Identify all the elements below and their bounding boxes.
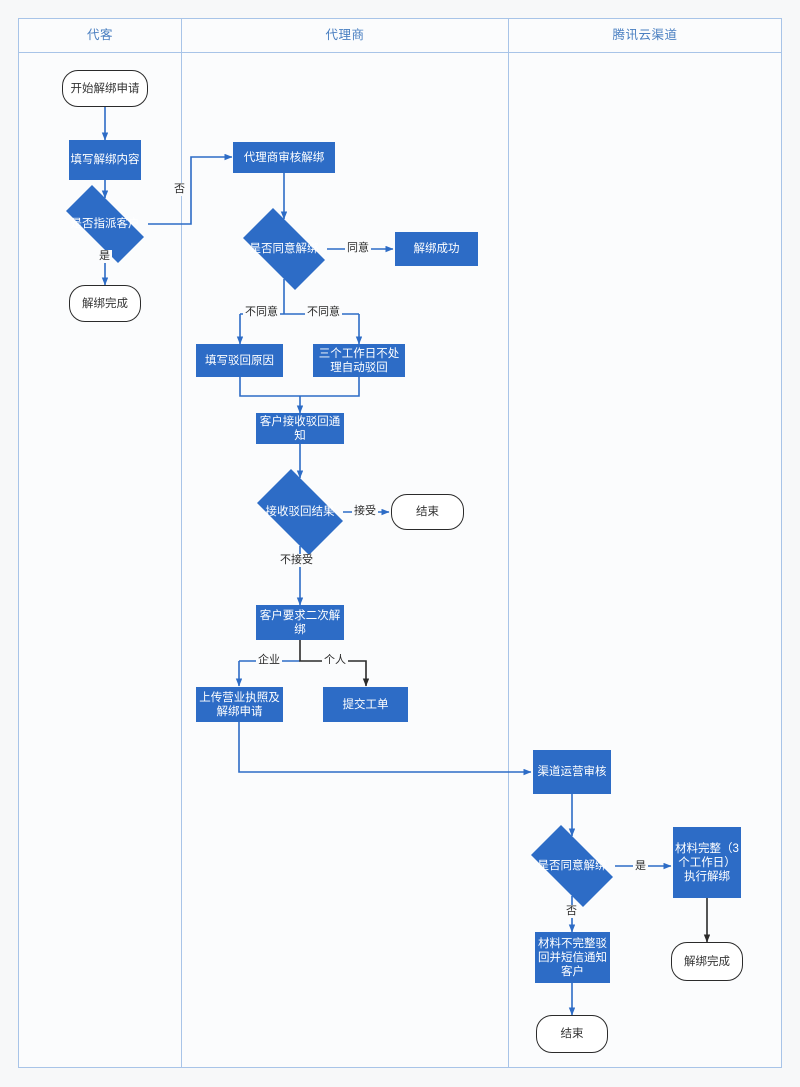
node-label: 是否同意解绑 xyxy=(249,243,319,255)
node-label: 填写驳回原因 xyxy=(205,354,274,367)
node-decision-assign-customer[interactable]: 是否指派客户 xyxy=(53,185,157,263)
node-decision-agree-unbind-agent[interactable]: 是否同意解绑 xyxy=(232,208,336,290)
edge-label-not-accept: 不接受 xyxy=(278,554,315,567)
node-label: 是否同意解绑 xyxy=(537,860,607,872)
node-fill-unbind-content[interactable]: 填写解绑内容 xyxy=(69,140,141,180)
edge-label-assign-no: 否 xyxy=(172,183,187,196)
node-label: 提交工单 xyxy=(342,698,389,711)
node-label: 材料不完整驳回并短信通知客户 xyxy=(538,937,607,978)
node-submit-ticket[interactable]: 提交工单 xyxy=(323,687,408,722)
edge-label-individual: 个人 xyxy=(322,654,348,667)
node-channel-ops-review[interactable]: 渠道运营审核 xyxy=(533,750,611,794)
node-customer-receive-reject-notice[interactable]: 客户接收驳回通知 xyxy=(256,413,344,444)
edge-label-ops-no: 否 xyxy=(564,905,579,918)
node-end-ops[interactable]: 结束 xyxy=(536,1015,608,1053)
node-label: 渠道运营审核 xyxy=(537,766,607,778)
node-label: 客户要求二次解绑 xyxy=(259,609,341,636)
node-unbind-success[interactable]: 解绑成功 xyxy=(395,232,478,266)
node-label: 结束 xyxy=(560,1028,584,1040)
node-label: 三个工作日不处理自动驳回 xyxy=(318,347,400,374)
node-auto-reject-3-days[interactable]: 三个工作日不处理自动驳回 xyxy=(313,344,405,377)
edge-label-disagree-right: 不同意 xyxy=(305,306,342,319)
node-fill-reject-reason[interactable]: 填写驳回原因 xyxy=(196,344,283,377)
edge-label-enterprise: 企业 xyxy=(256,654,282,667)
node-upload-license-and-application[interactable]: 上传营业执照及解绑申请 xyxy=(196,687,283,722)
lane-divider-1 xyxy=(181,19,182,1067)
lane-header-agent: 代理商 xyxy=(325,28,365,42)
node-materials-complete-execute-unbind[interactable]: 材料完整（3个工作日）执行解绑 xyxy=(673,827,741,898)
lane-header-customer: 代客 xyxy=(86,28,113,42)
node-label: 代理商审核解绑 xyxy=(243,151,325,164)
node-label: 客户接收驳回通知 xyxy=(259,415,341,442)
edge-label-ops-yes: 是 xyxy=(633,860,648,873)
node-decision-agree-unbind-ops[interactable]: 是否同意解绑 xyxy=(520,825,624,907)
node-label: 结束 xyxy=(416,506,439,518)
node-label: 是否指派客户 xyxy=(70,218,140,230)
node-decision-receive-reject-result[interactable]: 接收驳回结果 xyxy=(248,469,352,555)
node-unbind-complete-customer[interactable]: 解绑完成 xyxy=(69,285,141,322)
node-label: 解绑完成 xyxy=(684,955,730,968)
node-unbind-complete-ops[interactable]: 解绑完成 xyxy=(671,942,743,981)
node-materials-incomplete-reject-sms[interactable]: 材料不完整驳回并短信通知客户 xyxy=(535,932,610,983)
lane-divider-2 xyxy=(508,19,509,1067)
node-end-agent[interactable]: 结束 xyxy=(391,494,464,530)
node-label: 开始解绑申请 xyxy=(70,82,140,95)
lane-header-tencent: 腾讯云渠道 xyxy=(612,28,678,42)
header-divider-rule xyxy=(19,52,781,53)
node-label: 填写解绑内容 xyxy=(70,154,140,166)
edge-label-agree: 同意 xyxy=(345,242,371,255)
node-agent-review-unbind[interactable]: 代理商审核解绑 xyxy=(233,142,335,173)
node-label: 解绑成功 xyxy=(413,243,460,255)
node-start-unbind-request[interactable]: 开始解绑申请 xyxy=(62,70,148,107)
node-label: 材料完整（3个工作日）执行解绑 xyxy=(675,842,739,883)
node-label: 接收驳回结果 xyxy=(265,506,335,518)
edge-label-accept: 接受 xyxy=(352,505,378,518)
node-customer-request-second-unbind[interactable]: 客户要求二次解绑 xyxy=(256,605,344,640)
node-label: 上传营业执照及解绑申请 xyxy=(199,691,280,718)
edge-label-disagree-left: 不同意 xyxy=(243,306,280,319)
node-label: 解绑完成 xyxy=(82,297,128,310)
swimlane-container: 代客 代理商 腾讯云渠道 xyxy=(18,18,782,1068)
edge-label-assign-yes: 是 xyxy=(97,250,112,263)
